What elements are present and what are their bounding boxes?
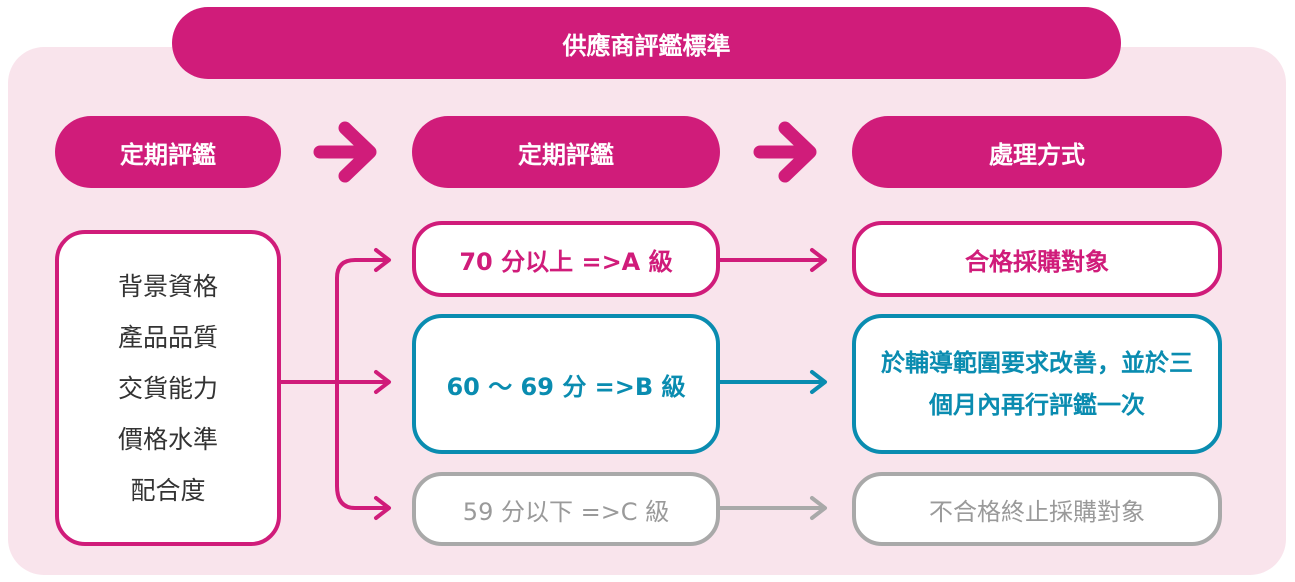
header-criteria: 定期評鑑 — [55, 116, 281, 188]
arrowhead-icon — [374, 248, 391, 272]
grade-c: 59 分以下 =>C 級 — [412, 472, 720, 546]
header-arrow-icon — [313, 121, 377, 183]
header-handling: 處理方式 — [852, 116, 1222, 188]
arrow-c-icon — [718, 496, 827, 520]
criteria-item: 背景資格 — [117, 271, 218, 301]
arrowhead-icon — [374, 370, 391, 394]
grade-b: 60 ～ 69 分 =>B 級 — [412, 314, 720, 454]
arrowhead-icon — [374, 496, 391, 520]
result-a: 合格採購對象 — [852, 221, 1222, 297]
diagram-title: 供應商評鑑標準 — [172, 7, 1121, 79]
arrow-a-icon — [718, 248, 827, 272]
criteria-item: 價格水準 — [117, 424, 218, 454]
header-grades: 定期評鑑 — [412, 116, 720, 188]
criteria-box: 背景資格 產品品質 交貨能力 價格水準 配合度 — [55, 230, 281, 546]
header-arrow-icon — [753, 121, 817, 183]
grade-a: 70 分以上 =>A 級 — [412, 221, 720, 297]
criteria-item: 配合度 — [130, 475, 206, 505]
result-b: 於輔導範圍要求改善，並於三個月內再行評鑑一次 — [852, 314, 1222, 454]
result-c: 不合格終止採購對象 — [852, 472, 1222, 546]
branch-connector — [281, 258, 387, 510]
arrow-b-icon — [718, 370, 827, 394]
criteria-item: 交貨能力 — [117, 373, 218, 403]
criteria-item: 產品品質 — [117, 322, 218, 352]
